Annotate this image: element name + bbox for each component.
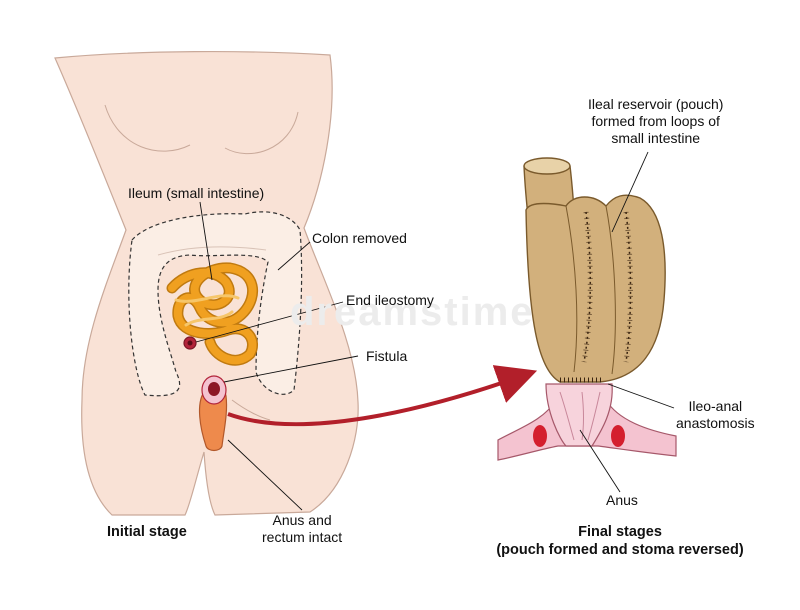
sphincter-right [611, 425, 625, 447]
label-ileum: Ileum (small intestine) [128, 185, 265, 201]
colon-removed-outline [128, 211, 303, 397]
breast-line-left [104, 104, 191, 152]
label-anus: Anus [606, 492, 638, 508]
caption-final-stages: Final stages (pouch formed and stoma rev… [496, 524, 744, 558]
torso-outline [54, 50, 359, 516]
breast-line-right [224, 111, 299, 155]
small-intestine [166, 262, 258, 366]
leader-lines [195, 151, 675, 511]
label-fistula: Fistula [366, 348, 408, 364]
caption-initial-stage: Initial stage [107, 524, 187, 540]
ileostomy-opening [187, 340, 193, 346]
label-anastomosis: Ileo-anal anastomosis [676, 398, 755, 431]
hip-line [231, 399, 271, 421]
anal-region [497, 383, 677, 461]
colon-removed-inner [157, 246, 267, 256]
label-reservoir: Ileal reservoir (pouch) formed from loop… [588, 96, 724, 146]
fistula-opening [208, 382, 220, 396]
pouch-inlet [523, 157, 571, 175]
label-end-ileostomy: End ileostomy [346, 292, 434, 308]
watermark: dreamstime [290, 290, 535, 334]
label-colon-removed: Colon removed [312, 230, 407, 246]
ileal-pouch [523, 157, 666, 383]
stage-arrow [227, 365, 538, 427]
sphincter-left [533, 425, 547, 447]
label-anus-rectum: Anus and rectum intact [262, 512, 343, 545]
